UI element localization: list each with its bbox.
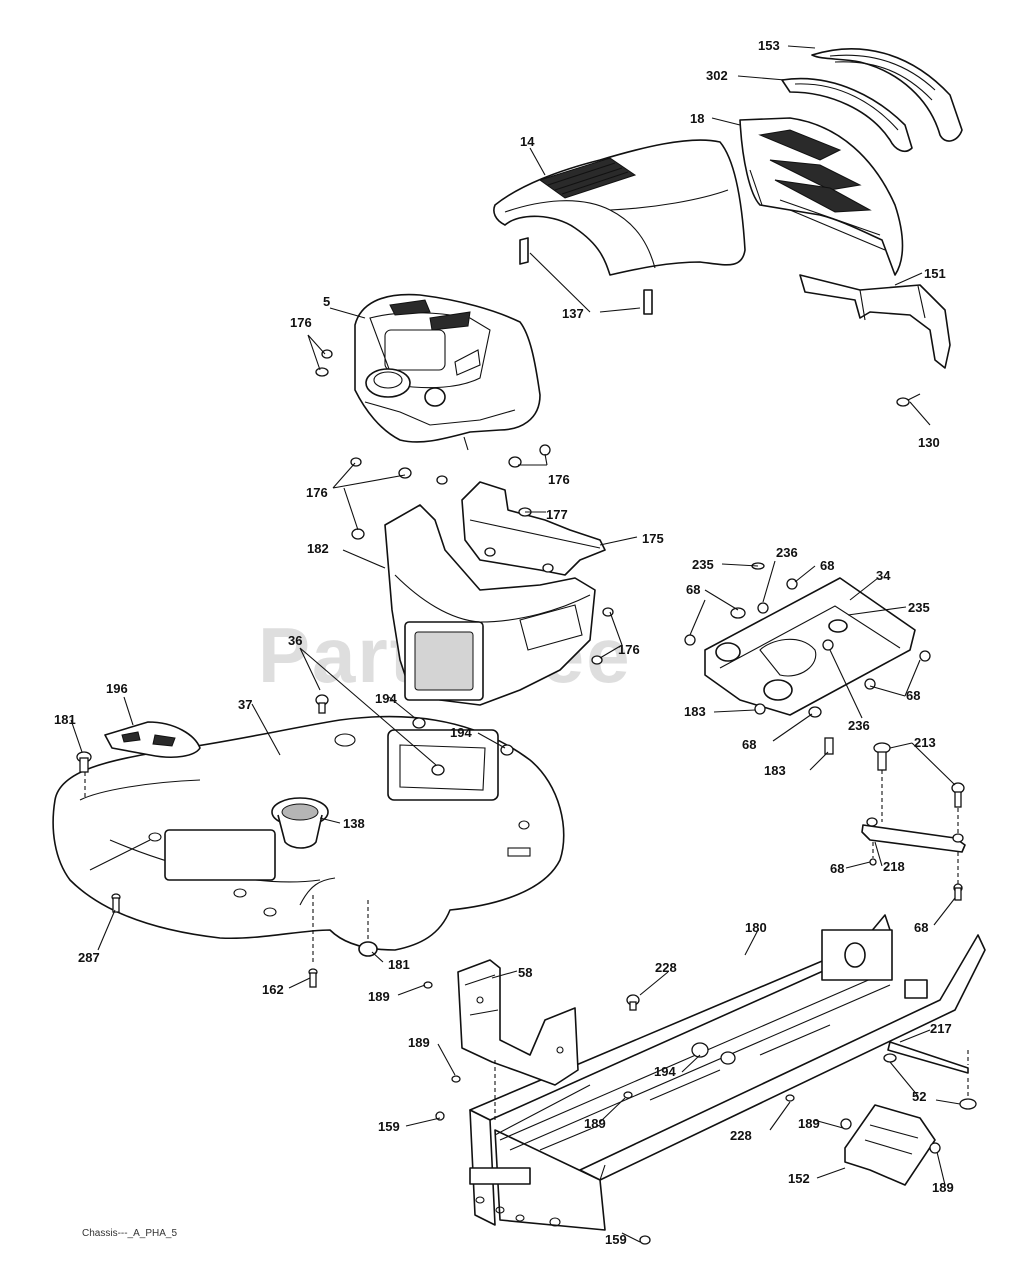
callout-68-f: 68 xyxy=(914,920,928,935)
callout-130: 130 xyxy=(918,435,940,450)
callout-138: 138 xyxy=(343,816,365,831)
part-217-rod xyxy=(883,1041,977,1110)
callout-68-e: 68 xyxy=(830,861,844,876)
fender-hardware xyxy=(76,694,514,988)
callout-236-a: 236 xyxy=(776,545,798,560)
callout-68-a: 68 xyxy=(820,558,834,573)
part-175-bracket xyxy=(461,481,606,576)
callout-180: 180 xyxy=(745,920,767,935)
part-302-bar xyxy=(781,77,913,152)
callout-68-c: 68 xyxy=(906,688,920,703)
callout-5: 5 xyxy=(323,294,330,309)
callout-36: 36 xyxy=(288,633,302,648)
part-196-cap xyxy=(104,721,201,758)
callout-153: 153 xyxy=(758,38,780,53)
part-151-bracket xyxy=(799,274,951,369)
callout-34: 34 xyxy=(876,568,891,583)
callout-176-b: 176 xyxy=(548,472,570,487)
frame-hardware xyxy=(423,981,941,1245)
callout-287: 287 xyxy=(78,950,100,965)
callout-217: 217 xyxy=(930,1021,952,1036)
fasteners-176-dash xyxy=(315,349,551,540)
part-58-bracket xyxy=(457,959,579,1086)
callout-176-c: 176 xyxy=(306,485,328,500)
callout-183-b: 183 xyxy=(764,763,786,778)
callout-182: 182 xyxy=(307,541,329,556)
part-14-hood xyxy=(493,139,746,276)
callout-152: 152 xyxy=(788,1171,810,1186)
part-5-dash-panel xyxy=(354,293,541,443)
callout-189-c: 189 xyxy=(584,1116,606,1131)
callout-194-a: 194 xyxy=(375,691,397,706)
callout-137: 137 xyxy=(562,306,584,321)
callout-labels: 153 302 18 14 151 137 5 176 130 176 176 … xyxy=(54,38,954,1247)
callout-159-b: 159 xyxy=(605,1232,627,1247)
callout-189-d: 189 xyxy=(798,1116,820,1131)
callout-37: 37 xyxy=(238,697,252,712)
callout-194-c: 194 xyxy=(654,1064,676,1079)
leader-lines xyxy=(70,45,961,1243)
part-218-bracket xyxy=(861,742,966,901)
callout-228-a: 228 xyxy=(655,960,677,975)
callout-181-b: 181 xyxy=(388,957,410,972)
callout-302: 302 xyxy=(706,68,728,83)
part-182-dash-lower xyxy=(384,504,614,706)
callout-189-a: 189 xyxy=(368,989,390,1004)
part-138-cup xyxy=(271,797,329,849)
callout-218: 218 xyxy=(883,859,905,874)
callout-176-a: 176 xyxy=(290,315,312,330)
callout-151: 151 xyxy=(924,266,946,281)
part-18-grille xyxy=(739,117,904,276)
part-34-plate xyxy=(684,562,931,755)
callout-228-b: 228 xyxy=(730,1128,752,1143)
callout-196: 196 xyxy=(106,681,128,696)
callout-175: 175 xyxy=(642,531,664,546)
part-130-bolt xyxy=(896,393,921,407)
callout-213: 213 xyxy=(914,735,936,750)
callout-159-a: 159 xyxy=(378,1119,400,1134)
part-152-cover xyxy=(844,1104,936,1186)
part-153-trim xyxy=(811,48,963,142)
callout-194-b: 194 xyxy=(450,725,472,740)
callout-235-a: 235 xyxy=(692,557,714,572)
footer-code: Chassis---_A_PHA_5 xyxy=(82,1228,177,1239)
callout-189-b: 189 xyxy=(408,1035,430,1050)
callout-235-b: 235 xyxy=(908,600,930,615)
callout-236-b: 236 xyxy=(848,718,870,733)
callout-176-d: 176 xyxy=(618,642,640,657)
callout-18: 18 xyxy=(690,111,704,126)
part-137-pads xyxy=(643,289,653,315)
callout-162: 162 xyxy=(262,982,284,997)
callout-58: 58 xyxy=(518,965,532,980)
callout-189-e: 189 xyxy=(932,1180,954,1195)
callout-177: 177 xyxy=(546,507,568,522)
callout-52: 52 xyxy=(912,1089,926,1104)
callout-68-d: 68 xyxy=(742,737,756,752)
callout-68-b: 68 xyxy=(686,582,700,597)
callout-14: 14 xyxy=(520,134,535,149)
callout-181-a: 181 xyxy=(54,712,76,727)
callout-183-a: 183 xyxy=(684,704,706,719)
